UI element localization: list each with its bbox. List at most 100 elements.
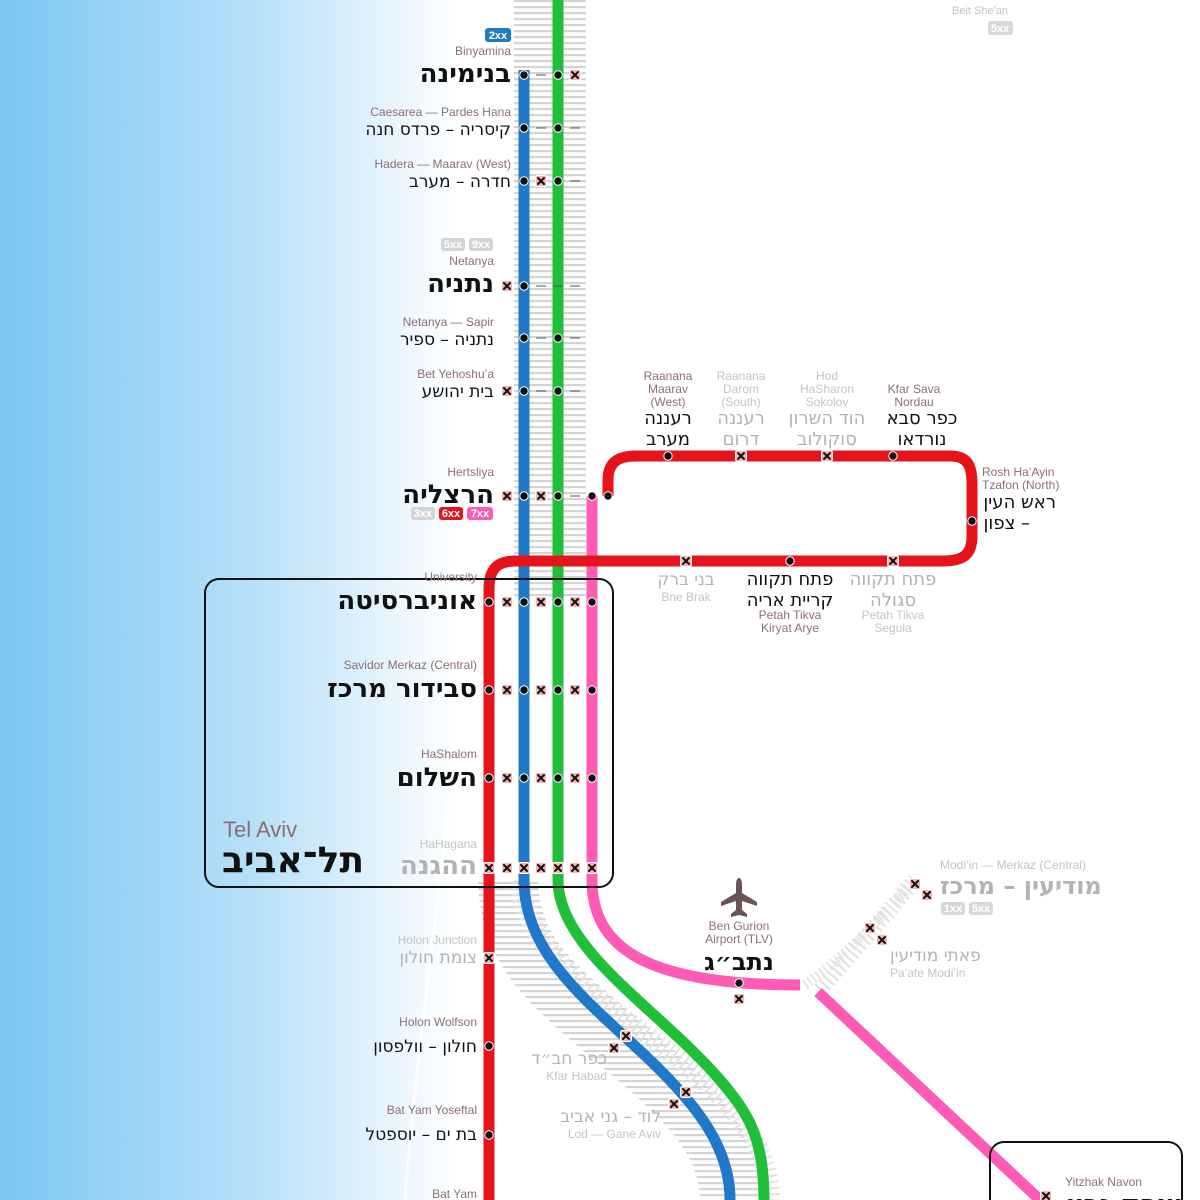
stop-dot	[519, 491, 529, 501]
skip-mark	[568, 861, 582, 875]
bat-yam-2-en: Bat Yam	[432, 1187, 477, 1200]
badge-5xx: 5xx	[441, 238, 465, 251]
skip-mark	[534, 489, 548, 503]
holon-wolfson-stop	[484, 1041, 494, 1051]
holon-wolfson-en: Holon Wolfson	[399, 1015, 477, 1029]
stop-dot	[519, 386, 529, 396]
paate-modiin-en: Pa’ate Modi’in	[890, 966, 965, 980]
skip-mark	[568, 771, 582, 785]
hashalom-en: HaShalom	[421, 747, 477, 761]
bat-yam-yoseftal-he: בת ים – יוספטל	[365, 1125, 477, 1145]
savidor-he: סבידור מרכז	[327, 674, 477, 704]
hahagana-he: ההגנה	[400, 851, 477, 881]
modiin-merkaz-skip-2	[920, 888, 934, 902]
netanya-he: נתניה	[427, 269, 494, 299]
bet-yehoshua-en: Bet Yehoshu’a	[417, 367, 494, 381]
svg-text:5xx: 5xx	[991, 23, 1010, 35]
badge-7xx: 7xx	[467, 507, 493, 520]
airplane-icon	[721, 878, 757, 917]
ben-gurion-he: נתב״ג	[704, 948, 774, 976]
modiin-merkaz-en: Modi’in — Merkaz (Central)	[940, 858, 1086, 872]
holon-junction-en: Holon Junction	[398, 933, 477, 947]
lod-gane-aviv-he: לוד – גני אביב	[560, 1107, 661, 1127]
skip-mark	[500, 489, 514, 503]
yitzhak-navon-skip	[1039, 1189, 1053, 1200]
svg-text:1xx: 1xx	[944, 903, 963, 915]
paate-modiin-skip-1	[863, 921, 877, 935]
caesarea-he: קיסריה – פרדס חנה	[365, 120, 511, 140]
stop-dot	[553, 685, 563, 695]
kfar-sava-stop	[888, 451, 898, 461]
paate-modiin-he: פאתי מודיעין	[890, 946, 981, 966]
bat-yam-yoseftal-en: Bat Yam Yoseftal	[387, 1103, 477, 1117]
hashalom-he: השלום	[397, 763, 477, 793]
hadera-en: Hadera — Maarav (West)	[375, 157, 511, 171]
skip-mark	[534, 771, 548, 785]
bat-yam-yoseftal-stop	[484, 1130, 494, 1140]
bne-brak-skip	[679, 554, 693, 568]
stop-dot	[519, 773, 529, 783]
stop-dot	[519, 597, 529, 607]
kfar-habad-en: Kfar Habad	[546, 1069, 607, 1083]
lod-skip-1	[679, 1085, 693, 1099]
svg-text:7xx: 7xx	[471, 508, 490, 520]
skip-mark	[568, 595, 582, 609]
skip-mark	[500, 384, 514, 398]
stop-dot	[553, 123, 563, 133]
raanana-south-skip	[734, 449, 748, 463]
stop-dot	[519, 176, 529, 186]
stop-dot	[484, 773, 494, 783]
badge-2xx: 2xx	[485, 28, 511, 42]
skip-mark	[500, 595, 514, 609]
hod-hasharon-skip	[820, 449, 834, 463]
holon-junction-skip	[482, 951, 496, 965]
svg-text:3xx: 3xx	[414, 508, 433, 520]
raanana-west-stop	[663, 451, 673, 461]
stop-dot	[484, 685, 494, 695]
skip-mark	[534, 174, 548, 188]
university-en: University	[424, 570, 477, 584]
lod-skip-2	[667, 1097, 681, 1111]
beit-shean-en: Beit She'an	[952, 5, 1008, 17]
kfar-habad-skip-1	[619, 1029, 633, 1043]
badge-6xx: 6xx	[439, 507, 463, 520]
paate-modiin-skip-2	[875, 933, 889, 947]
badge-3xx: 3xx	[411, 507, 435, 520]
caesarea-en: Caesarea — Pardes Hana	[370, 105, 511, 119]
stop-dot	[519, 333, 529, 343]
stop-dot	[553, 333, 563, 343]
skip-mark	[500, 683, 514, 697]
skip-mark	[585, 861, 599, 875]
skip-mark	[568, 683, 582, 697]
ben-gurion-stop	[734, 978, 744, 988]
lod-gane-aviv-en: Lod — Gane Aviv	[568, 1127, 661, 1141]
skip-mark	[500, 861, 514, 875]
skip-mark	[517, 861, 531, 875]
stop-dot	[553, 176, 563, 186]
skip-mark	[500, 771, 514, 785]
line-red-loop	[483, 450, 978, 1200]
netanya-en: Netanya	[449, 254, 494, 268]
rosh-haayin-stop	[967, 516, 977, 526]
skip-mark	[568, 68, 582, 82]
sea-background	[0, 0, 460, 1200]
stop-dot	[553, 491, 563, 501]
stop-dot	[484, 597, 494, 607]
rail-lines	[483, 0, 1044, 1200]
badge-9xx: 9xx	[469, 238, 493, 251]
stop-dot	[519, 70, 529, 80]
svg-text:5xx: 5xx	[972, 903, 991, 915]
svg-text:6xx: 6xx	[442, 508, 461, 520]
modiin-merkaz-skip-1	[908, 877, 922, 891]
stop-dot	[587, 597, 597, 607]
kfar-habad-skip-2	[607, 1041, 621, 1055]
